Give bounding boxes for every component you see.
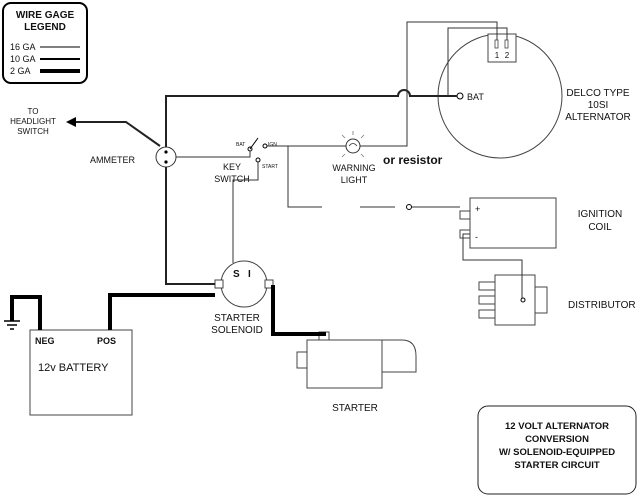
key-switch-ign-label: IGN (268, 142, 277, 148)
headlight-label-line1: TO (28, 107, 39, 116)
title-line4: STARTER CIRCUIT (514, 460, 600, 471)
solenoid-label-line2: SOLENOID (211, 325, 263, 336)
wire-ammeter-to-key (176, 151, 251, 158)
warning-light-label-line2: LIGHT (341, 175, 368, 185)
alternator-label-line2: 10SI (588, 100, 609, 111)
starter-motor: STARTER (296, 331, 417, 414)
title-line3: W/ SOLENOID-EQUIPPED (499, 447, 615, 458)
battery-body (29, 329, 133, 416)
ignition-coil-label-line2: COIL (588, 222, 612, 233)
ammeter-label: AMMETER (90, 155, 136, 165)
solenoid-i-terminal: I (248, 269, 251, 280)
ignition-coil: + - IGNITION COIL (459, 197, 622, 249)
legend-item-10ga: 10 GA (10, 54, 36, 64)
key-switch-label-line1: KEY (223, 162, 241, 172)
solenoid-s-terminal: S (233, 269, 240, 280)
starter-label: STARTER (332, 403, 378, 414)
wire-battery-positive (108, 293, 215, 330)
alternator-bat-terminal (456, 92, 464, 100)
headlight-label-line3: SWITCH (17, 127, 49, 136)
ignition-coil-label-line1: IGNITION (578, 209, 622, 220)
title-line2: CONVERSION (525, 434, 589, 445)
key-switch-ign-terminal (262, 143, 268, 149)
legend-item-16ga: 16 GA (10, 42, 36, 52)
wire-coil-to-distributor (462, 233, 523, 298)
legend-title-line2: LEGEND (24, 22, 66, 33)
battery-pos-label: POS (97, 336, 116, 346)
ammeter: AMMETER (90, 146, 177, 168)
alternator-connector (487, 33, 517, 63)
wire-battery-ground (10, 295, 42, 330)
wire-solenoid-to-starter (271, 285, 326, 336)
wires (10, 21, 523, 336)
solenoid-body (220, 260, 268, 308)
solenoid-label-line1: STARTER (214, 313, 260, 324)
starter-body (306, 339, 383, 389)
headlight-wire (74, 121, 161, 147)
distributor: DISTRIBUTOR (478, 274, 636, 326)
wire-gage-legend: WIRE GAGE LEGEND 16 GA 10 GA 2 GA (2, 2, 88, 84)
ammeter-gauge-icon (155, 146, 177, 168)
key-switch-bat-label: BAT (236, 142, 245, 148)
ground-icon (4, 320, 20, 330)
distributor-label: DISTRIBUTOR (568, 300, 636, 311)
title-line1: 12 VOLT ALTERNATOR (505, 421, 609, 432)
ignition-coil-body (469, 197, 557, 249)
ignition-coil-minus: - (475, 232, 478, 242)
wire-ign-to-coil (287, 146, 322, 208)
warning-light-note: or resistor (383, 153, 443, 167)
alternator-label-line3: ALTERNATOR (565, 112, 631, 123)
warning-light-label-line1: WARNING (332, 163, 375, 173)
starter-solenoid: S I STARTER SOLENOID (211, 260, 274, 336)
title-box: 12 VOLT ALTERNATOR CONVERSION W/ SOLENOI… (477, 405, 637, 495)
headlight-switch-lead: TO HEADLIGHT SWITCH (10, 107, 161, 147)
legend-item-2ga: 2 GA (10, 66, 31, 76)
warning-light: WARNING LIGHT or resistor (332, 131, 443, 185)
key-switch-label-line2: SWITCH (214, 174, 250, 184)
ignition-coil-plus: + (475, 204, 480, 214)
wire-ammeter-to-alternator (165, 89, 457, 147)
key-switch-start-label: START (262, 164, 278, 170)
wire-ammeter-to-solenoid (165, 167, 215, 285)
legend-title-line1: WIRE GAGE (16, 10, 75, 21)
alternator: 1 2 BAT DELCO TYPE 10SI ALTERNATOR (437, 33, 631, 159)
alternator-terminal-2: 2 (505, 51, 510, 60)
battery-neg-label: NEG (35, 336, 55, 346)
battery-label: 12v BATTERY (38, 362, 109, 374)
alternator-terminal-1: 1 (495, 51, 500, 60)
key-switch-blade (249, 137, 259, 150)
alternator-label-line1: DELCO TYPE (566, 88, 629, 99)
distributor-body (494, 274, 536, 326)
arrow-left-icon (66, 117, 76, 127)
key-switch: KEY SWITCH BAT IGN START (214, 137, 278, 184)
battery: NEG POS 12v BATTERY (4, 320, 133, 416)
key-switch-start-terminal (255, 157, 261, 163)
wire-terminal2-sense (447, 27, 508, 96)
wire-start-to-solenoid (232, 162, 259, 263)
alternator-bat-label: BAT (467, 92, 484, 102)
light-bulb-icon (345, 138, 361, 154)
headlight-label-line2: HEADLIGHT (10, 117, 56, 126)
